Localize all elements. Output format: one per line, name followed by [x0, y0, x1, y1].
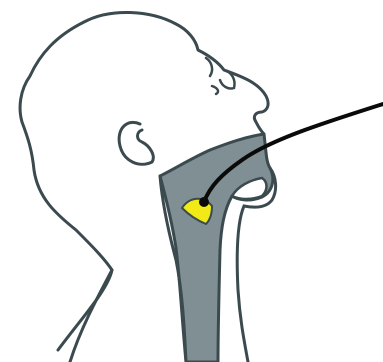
shoulder-outline — [70, 270, 112, 362]
airway-region — [160, 134, 273, 362]
ear-outline — [119, 122, 153, 164]
eye-mark — [206, 58, 212, 76]
endoscope-tip — [199, 197, 209, 207]
eye-mark-2 — [212, 86, 218, 94]
